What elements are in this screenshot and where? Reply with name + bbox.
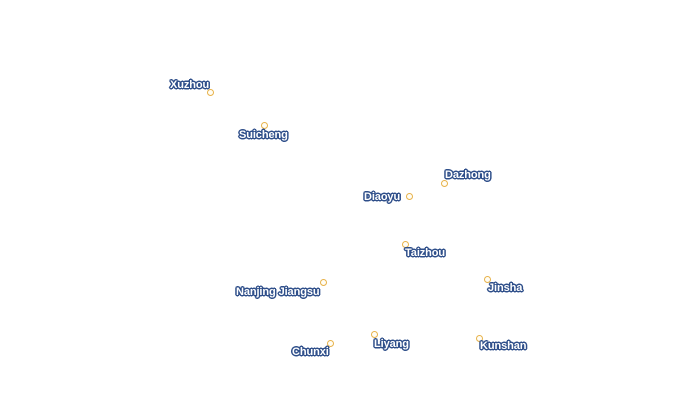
place-label-chunxi: Chunxi [292,346,329,358]
place-marker-xuzhou[interactable] [207,89,214,96]
place-label-diaoyu: Diaoyu [364,191,401,203]
place-label-taizhou: Taizhou [405,247,446,259]
place-label-dazhong: Dazhong [445,169,491,181]
place-marker-nanjing[interactable] [320,279,327,286]
place-marker-taizhou[interactable] [402,241,409,248]
place-label-jinsha: Jinsha [488,282,523,294]
place-marker-suicheng[interactable] [261,122,268,129]
place-label-nanjing: Nanjing Jiangsu [236,286,320,298]
place-label-suicheng: Suicheng [239,129,288,141]
place-marker-jinsha[interactable] [484,276,491,283]
place-label-liyang: Liyang [374,338,409,350]
place-marker-chunxi[interactable] [327,340,334,347]
place-label-kunshan: Kunshan [480,340,527,352]
place-marker-kunshan[interactable] [476,335,483,342]
place-marker-liyang[interactable] [371,331,378,338]
place-marker-dazhong[interactable] [441,180,448,187]
place-label-xuzhou: Xuzhou [170,79,210,91]
place-marker-diaoyu[interactable] [406,193,413,200]
